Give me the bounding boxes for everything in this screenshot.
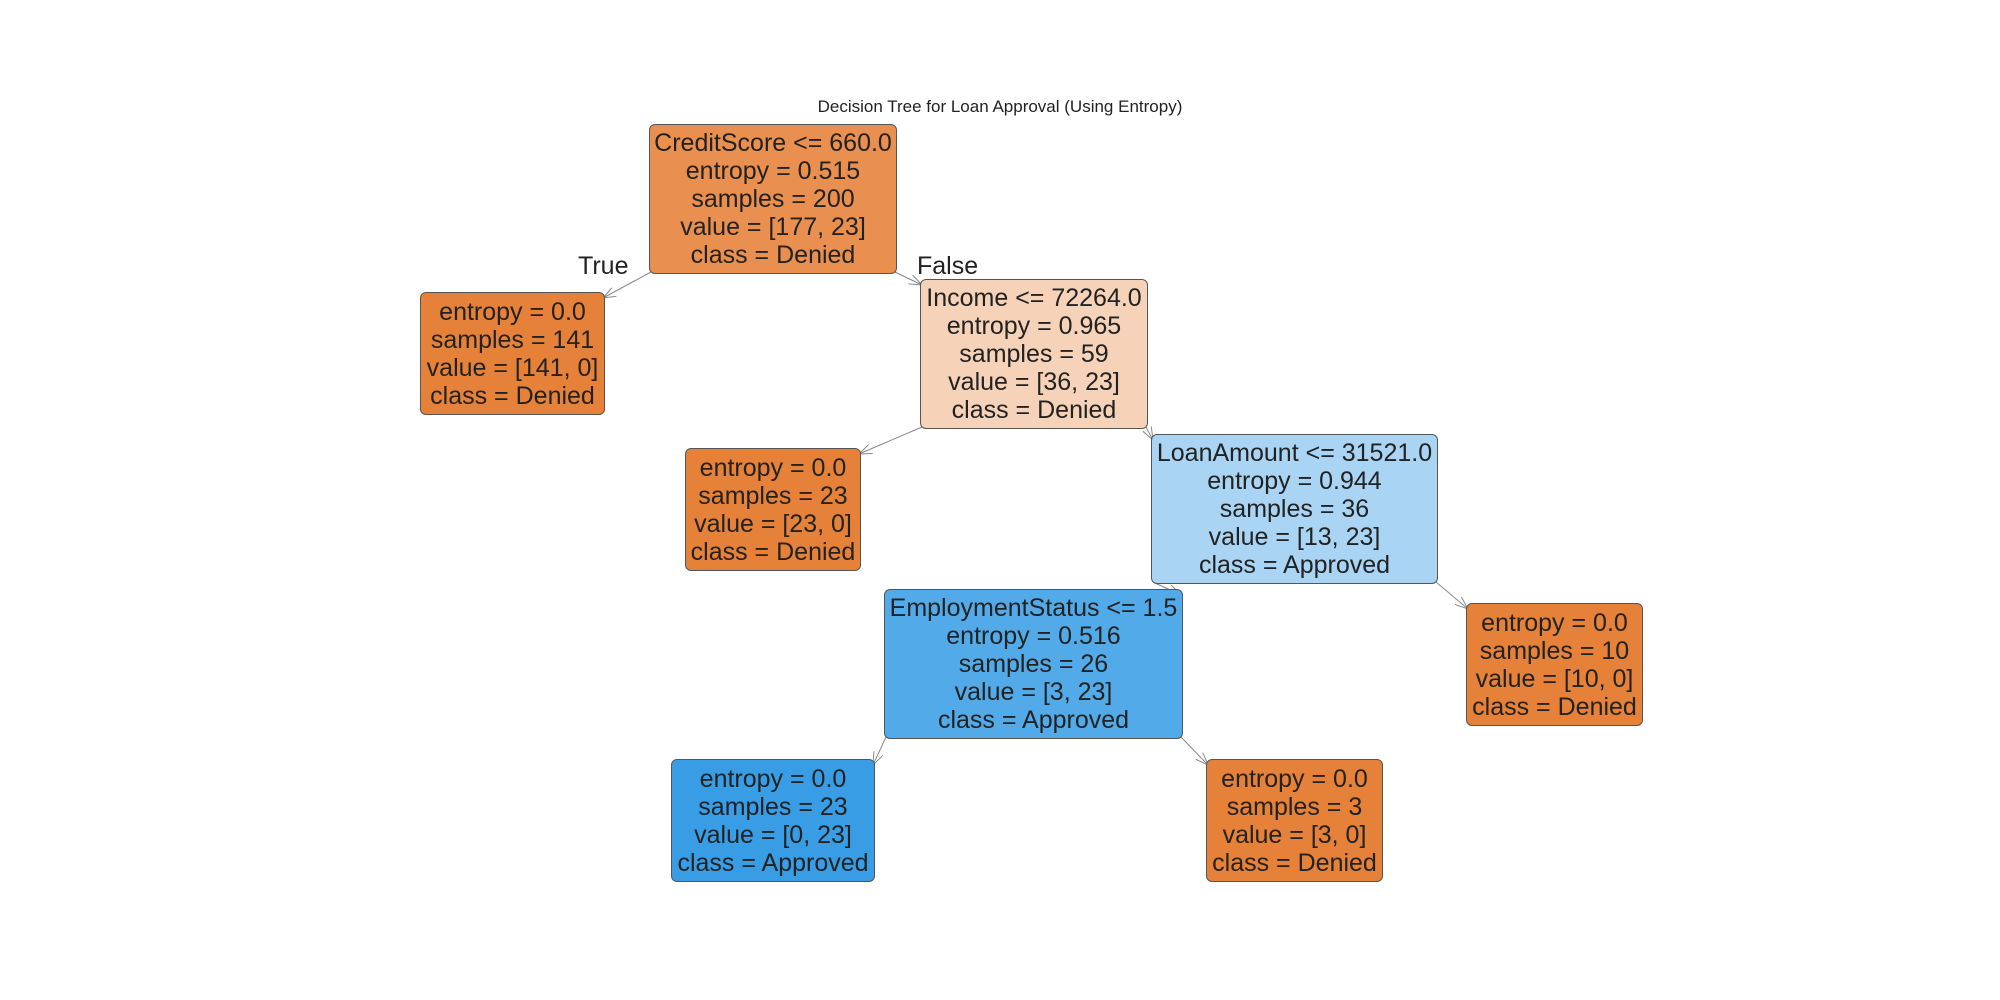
node-line: class = Approved <box>937 706 1130 734</box>
node-line: samples = 23 <box>698 481 848 510</box>
node-line: entropy = 0.516 <box>946 622 1121 650</box>
node-line: class = Approved <box>677 848 869 877</box>
node-line: CreditScore <= 660.0 <box>654 129 892 157</box>
node-line: class = Denied <box>690 537 856 566</box>
node-line: entropy = 0.0 <box>699 764 847 793</box>
node-line: value = [13, 23] <box>1208 523 1381 551</box>
node-line: samples = 36 <box>1219 495 1370 523</box>
node-line: class = Denied <box>1212 848 1377 877</box>
edge-employment-to-leaf-4 <box>873 736 887 765</box>
node-line: samples = 200 <box>691 185 855 213</box>
node-line: entropy = 0.0 <box>1221 764 1368 793</box>
edge-root-to-income <box>894 271 922 285</box>
edge-loanamount-to-leaf-3 <box>1435 581 1468 609</box>
node-line: value = [36, 23] <box>948 368 1120 396</box>
node-line: entropy = 0.0 <box>699 453 847 482</box>
node-line: class = Denied <box>430 381 595 410</box>
node-line: entropy = 0.965 <box>946 312 1122 340</box>
node-line: entropy = 0.944 <box>1207 467 1382 495</box>
node-line: EmploymentStatus <= 1.5 <box>889 594 1178 622</box>
node-line: entropy = 0.0 <box>1481 608 1628 637</box>
edge-income-to-leaf-2 <box>859 426 923 454</box>
node-line: value = [3, 23] <box>954 678 1113 706</box>
node-line: value = [141, 0] <box>426 353 599 382</box>
node-line: value = [0, 23] <box>694 820 852 849</box>
node-line: value = [10, 0] <box>1475 664 1634 693</box>
node-line: class = Denied <box>1472 692 1637 721</box>
node-line: samples = 3 <box>1226 792 1363 821</box>
node-line: class = Approved <box>1198 551 1391 579</box>
node-line: samples = 23 <box>698 792 848 821</box>
node-line: class = Denied <box>690 241 856 269</box>
node-line: Income <= 72264.0 <box>926 284 1142 312</box>
true-branch-label: True <box>578 252 629 280</box>
node-line: samples = 10 <box>1479 636 1630 665</box>
false-branch-label: False <box>917 252 979 280</box>
node-line: class = Denied <box>951 396 1117 424</box>
node-line: entropy = 0.0 <box>439 297 586 326</box>
node-line: value = [23, 0] <box>694 509 852 538</box>
edge-root-to-leaf-1 <box>603 271 652 298</box>
diagram-title: Decision Tree for Loan Approval (Using E… <box>817 97 1183 116</box>
node-line: samples = 59 <box>959 340 1109 368</box>
node-line: samples = 141 <box>430 325 595 354</box>
node-line: LoanAmount <= 31521.0 <box>1156 439 1433 467</box>
node-line: value = [177, 23] <box>680 213 866 241</box>
edge-employment-to-leaf-5 <box>1180 736 1208 765</box>
node-line: value = [3, 0] <box>1222 820 1367 849</box>
node-line: samples = 26 <box>958 650 1109 678</box>
node-line: entropy = 0.515 <box>685 157 861 185</box>
